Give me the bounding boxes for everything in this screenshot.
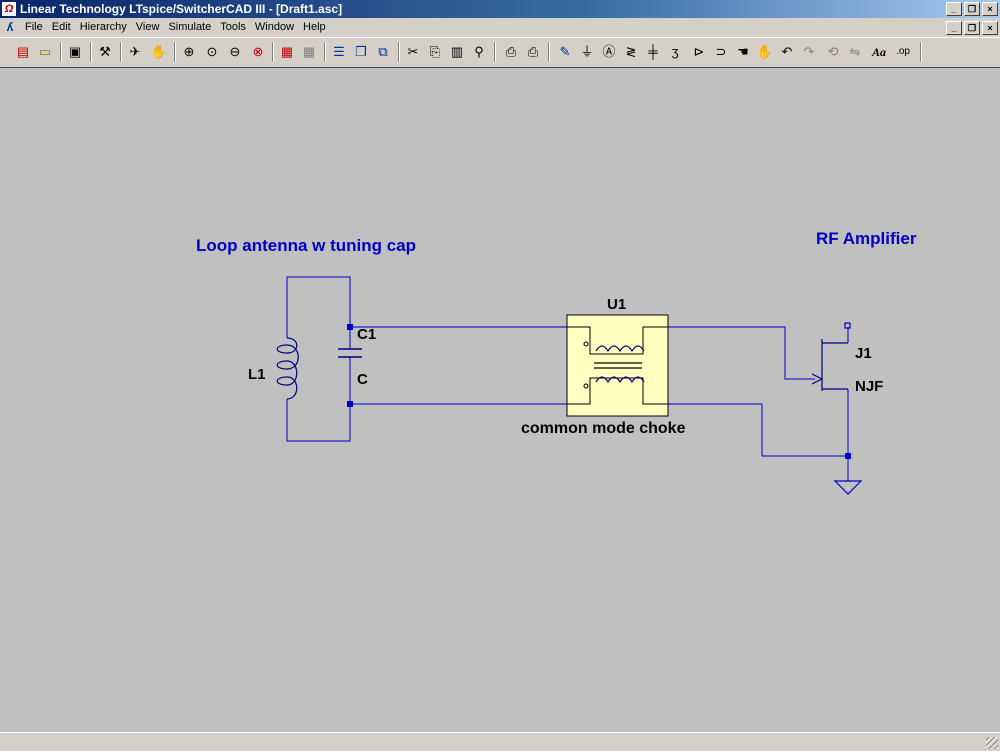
menu-bar: ʎ File Edit Hierarchy View Simulate Tool… bbox=[0, 18, 1000, 37]
tile-icon[interactable]: ☰ bbox=[333, 44, 345, 59]
common-mode-choke-u1[interactable] bbox=[566, 314, 669, 417]
jfet-value-label: NJF bbox=[855, 378, 883, 395]
junction-dot bbox=[347, 324, 353, 330]
status-bar bbox=[0, 732, 1000, 751]
close-button[interactable]: × bbox=[982, 2, 998, 16]
jfet-j1[interactable] bbox=[811, 322, 851, 391]
document-window-controls: _ ❐ × bbox=[946, 21, 998, 35]
autorange-icon[interactable]: ▦ bbox=[280, 44, 294, 59]
restore-button[interactable]: ❐ bbox=[964, 2, 980, 16]
junction-dot bbox=[347, 401, 353, 407]
menu-edit[interactable]: Edit bbox=[51, 21, 71, 33]
move-hand-icon[interactable]: ☚ bbox=[737, 44, 749, 59]
ground-symbol[interactable] bbox=[833, 480, 863, 495]
print-preview-icon[interactable]: ⎙ bbox=[505, 44, 517, 59]
open-folder-icon[interactable]: ▭ bbox=[38, 44, 52, 59]
menu-window[interactable]: Window bbox=[254, 21, 295, 33]
capacitor-c1[interactable] bbox=[338, 348, 362, 358]
cascade-icon[interactable]: ❐ bbox=[355, 44, 367, 59]
spice-directive-icon[interactable]: .op bbox=[896, 46, 910, 57]
zoom-fit-icon[interactable]: ⊗ bbox=[252, 44, 264, 59]
resistor-icon[interactable]: ≷ bbox=[625, 44, 637, 59]
window-title: Linear Technology LTspice/SwitcherCAD II… bbox=[20, 2, 343, 16]
new-schematic-icon[interactable]: ▤ bbox=[16, 44, 30, 59]
capacitor-icon[interactable]: ╪ bbox=[648, 44, 658, 59]
menu-file[interactable]: File bbox=[25, 21, 43, 33]
heading-loop-antenna: Loop antenna w tuning cap bbox=[196, 236, 416, 255]
close-all-icon[interactable]: ⧉ bbox=[378, 44, 388, 59]
toolbar: ▤ ▭ ▣ ⚒ ✈ ✋ ⊕ ⊙ ⊖ ⊗ ▦ ▦ ☰ ❐ ⧉ ✂ ⎘ ▥ ⚲ ⎙ … bbox=[0, 37, 1000, 68]
mirror-icon[interactable]: ⇋ bbox=[849, 44, 861, 59]
choke-description-label: common mode choke bbox=[521, 420, 686, 437]
capacitor-ref-label: C1 bbox=[357, 326, 376, 343]
window-controls: _ ❐ × bbox=[946, 2, 998, 16]
jfet-ref-label: J1 bbox=[855, 345, 872, 362]
find-icon[interactable]: ⚲ bbox=[474, 44, 484, 59]
grid-icon[interactable]: ▦ bbox=[302, 44, 316, 59]
capacitor-value-label: C bbox=[357, 371, 368, 388]
zoom-pan-icon[interactable]: ⊙ bbox=[206, 44, 218, 59]
redo-icon[interactable]: ↷ bbox=[803, 44, 815, 59]
doc-minimize-button[interactable]: _ bbox=[946, 21, 962, 35]
drag-hand-icon[interactable]: ✋ bbox=[756, 44, 774, 59]
junction-dot bbox=[845, 453, 851, 459]
schematic-canvas[interactable]: Loop antenna w tuning cap RF Amplifier L… bbox=[0, 67, 1000, 733]
component-icon[interactable]: ⊃ bbox=[715, 44, 727, 59]
menu-simulate[interactable]: Simulate bbox=[168, 21, 212, 33]
save-icon[interactable]: ▣ bbox=[68, 44, 82, 59]
menu-hierarchy[interactable]: Hierarchy bbox=[79, 21, 127, 33]
undo-icon[interactable]: ↶ bbox=[781, 44, 793, 59]
minimize-button[interactable]: _ bbox=[946, 2, 962, 16]
inductor-l1[interactable] bbox=[276, 337, 299, 400]
diode-icon[interactable]: ⊳ bbox=[693, 44, 705, 59]
label-net-icon[interactable]: Ⓐ bbox=[602, 44, 616, 59]
inductor-ref-label: L1 bbox=[248, 366, 266, 383]
print-icon[interactable]: ⎙ bbox=[527, 44, 539, 59]
title-bar: Ω Linear Technology LTspice/SwitcherCAD … bbox=[0, 0, 1000, 18]
rotate-icon[interactable]: ⟲ bbox=[827, 44, 839, 59]
paste-icon[interactable]: ▥ bbox=[450, 44, 464, 59]
run-icon[interactable]: ✈ bbox=[129, 44, 141, 59]
text-icon[interactable]: Aa bbox=[871, 45, 886, 59]
heading-rf-amplifier: RF Amplifier bbox=[816, 229, 917, 248]
hammer-icon[interactable]: ⚒ bbox=[99, 44, 111, 59]
doc-restore-button[interactable]: ❐ bbox=[964, 21, 980, 35]
copy-icon[interactable]: ⎘ bbox=[429, 44, 441, 59]
resize-grip[interactable] bbox=[986, 737, 998, 749]
halt-icon[interactable]: ✋ bbox=[150, 44, 168, 59]
menu-tools[interactable]: Tools bbox=[220, 21, 246, 33]
schematic-drawing[interactable]: Loop antenna w tuning cap RF Amplifier L… bbox=[0, 68, 1000, 733]
menu-help[interactable]: Help bbox=[303, 21, 326, 33]
menu-view[interactable]: View bbox=[135, 21, 160, 33]
ltspice-app-icon[interactable]: Ω bbox=[2, 2, 16, 16]
inductor-icon[interactable]: ʒ bbox=[671, 44, 679, 59]
zoom-in-icon[interactable]: ⊕ bbox=[183, 44, 195, 59]
antenna-wires[interactable] bbox=[286, 276, 567, 442]
draw-wire-icon[interactable]: ✎ bbox=[559, 44, 571, 59]
document-icon[interactable]: ʎ bbox=[6, 20, 14, 34]
ground-icon[interactable]: ⏚ bbox=[580, 44, 594, 59]
amplifier-wires[interactable] bbox=[668, 326, 849, 481]
doc-close-button[interactable]: × bbox=[982, 21, 998, 35]
cut-icon[interactable]: ✂ bbox=[407, 44, 419, 59]
zoom-out-icon[interactable]: ⊖ bbox=[229, 44, 241, 59]
choke-ref-label: U1 bbox=[607, 296, 626, 313]
